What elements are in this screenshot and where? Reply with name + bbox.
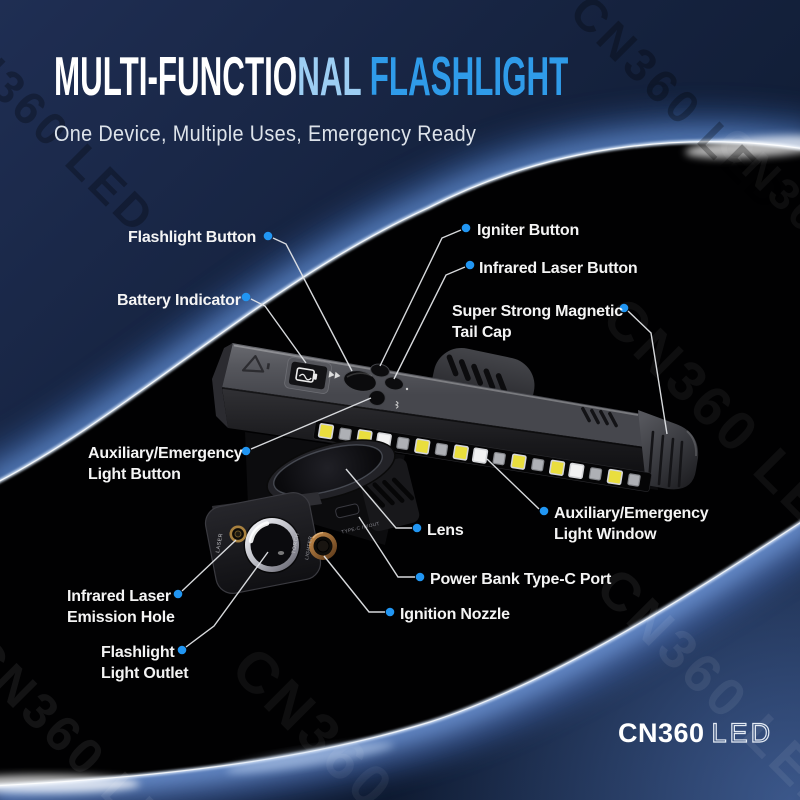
label-magnetic-tail-cap: Super Strong Magnetic Tail Cap bbox=[452, 303, 623, 342]
leader-lines-layer bbox=[173, 223, 668, 655]
battery-icon bbox=[295, 367, 318, 383]
label-battery-indicator: Battery Indicator bbox=[117, 292, 241, 309]
top-flashlight bbox=[212, 343, 699, 492]
label-power-bank-port: Power Bank Type-C Port bbox=[430, 571, 612, 588]
led bbox=[531, 458, 545, 472]
label-ignition-nozzle: Ignition Nozzle bbox=[400, 606, 510, 623]
bottom-flashlight-front: TYPE-C IN/OUT bbox=[204, 439, 396, 594]
leader-ignition-nozzle bbox=[323, 555, 395, 617]
label-lens: Lens bbox=[427, 522, 464, 539]
led bbox=[338, 427, 352, 441]
led bbox=[434, 442, 449, 457]
leader-magnetic-tail-cap bbox=[619, 303, 668, 435]
flash-mode-icon bbox=[328, 370, 341, 379]
led bbox=[627, 473, 641, 487]
page-title: MULTI-FUNCTIONAL FLASHLIGHT bbox=[54, 45, 569, 107]
warning-triangle-icon bbox=[241, 355, 271, 373]
flashlight-head: LASER TORCH LIGHTER bbox=[204, 492, 337, 594]
led bbox=[452, 444, 469, 461]
ignition-nozzle bbox=[309, 531, 337, 560]
vent-slots bbox=[581, 406, 618, 428]
leader-infrared-laser-button bbox=[393, 260, 475, 380]
led bbox=[510, 453, 527, 470]
leader-aux-light-button bbox=[241, 397, 372, 456]
magnetic-tail-cap bbox=[638, 410, 699, 490]
aux-light-button bbox=[368, 390, 386, 406]
laser-dot-icon bbox=[405, 387, 409, 391]
label-flashlight-button: Flashlight Button bbox=[128, 229, 257, 246]
led bbox=[471, 447, 489, 464]
sos-mode-icon bbox=[394, 401, 399, 409]
leader-flashlight-light-outlet bbox=[177, 551, 269, 655]
led bbox=[396, 436, 410, 451]
page-subtitle: One Device, Multiple Uses, Emergency Rea… bbox=[54, 121, 477, 147]
battery-indicator-display bbox=[284, 357, 332, 394]
leader-igniter-button bbox=[379, 223, 471, 367]
flashlight-button bbox=[343, 370, 377, 392]
led bbox=[588, 467, 603, 481]
leader-power-bank-port bbox=[358, 516, 425, 582]
label-flashlight-light-outlet: Flashlight Light Outlet bbox=[101, 644, 189, 683]
label-aux-light-button: Auxiliary/Emergency Light Button bbox=[88, 445, 243, 484]
lens-window bbox=[266, 439, 396, 503]
header: MULTI-FUNCTIONAL FLASHLIGHT One Device, … bbox=[54, 48, 800, 147]
label-infrared-laser-button: Infrared Laser Button bbox=[479, 260, 638, 277]
label-igniter-button: Igniter Button bbox=[477, 222, 580, 239]
leader-aux-light-window bbox=[486, 458, 549, 516]
led-strip bbox=[313, 420, 652, 492]
label-infrared-emission-hole: Infrared Laser Emission Hole bbox=[67, 588, 175, 627]
led bbox=[414, 438, 431, 455]
flashlight-head-end bbox=[212, 343, 233, 428]
led bbox=[606, 468, 624, 486]
logo-led: LED bbox=[711, 717, 774, 748]
logo-cn360: CN360 bbox=[618, 718, 705, 748]
leader-lens bbox=[345, 468, 422, 533]
label-aux-light-window: Auxiliary/Emergency Light Window bbox=[554, 505, 709, 544]
leader-battery-indicator bbox=[241, 292, 307, 364]
laser-marking: LASER bbox=[215, 533, 224, 554]
flashlight-lens bbox=[243, 516, 301, 574]
led bbox=[317, 423, 335, 440]
laser-emission-hole bbox=[229, 525, 247, 543]
torch-marking: TORCH bbox=[291, 532, 301, 554]
led bbox=[548, 459, 566, 476]
lighter-marking: LIGHTER bbox=[304, 535, 314, 560]
leader-flashlight-button bbox=[263, 231, 353, 372]
brand-logo: CN360 LED bbox=[618, 717, 774, 749]
led bbox=[568, 462, 585, 479]
leader-infrared-emission-hole bbox=[173, 539, 237, 599]
led bbox=[492, 451, 506, 466]
